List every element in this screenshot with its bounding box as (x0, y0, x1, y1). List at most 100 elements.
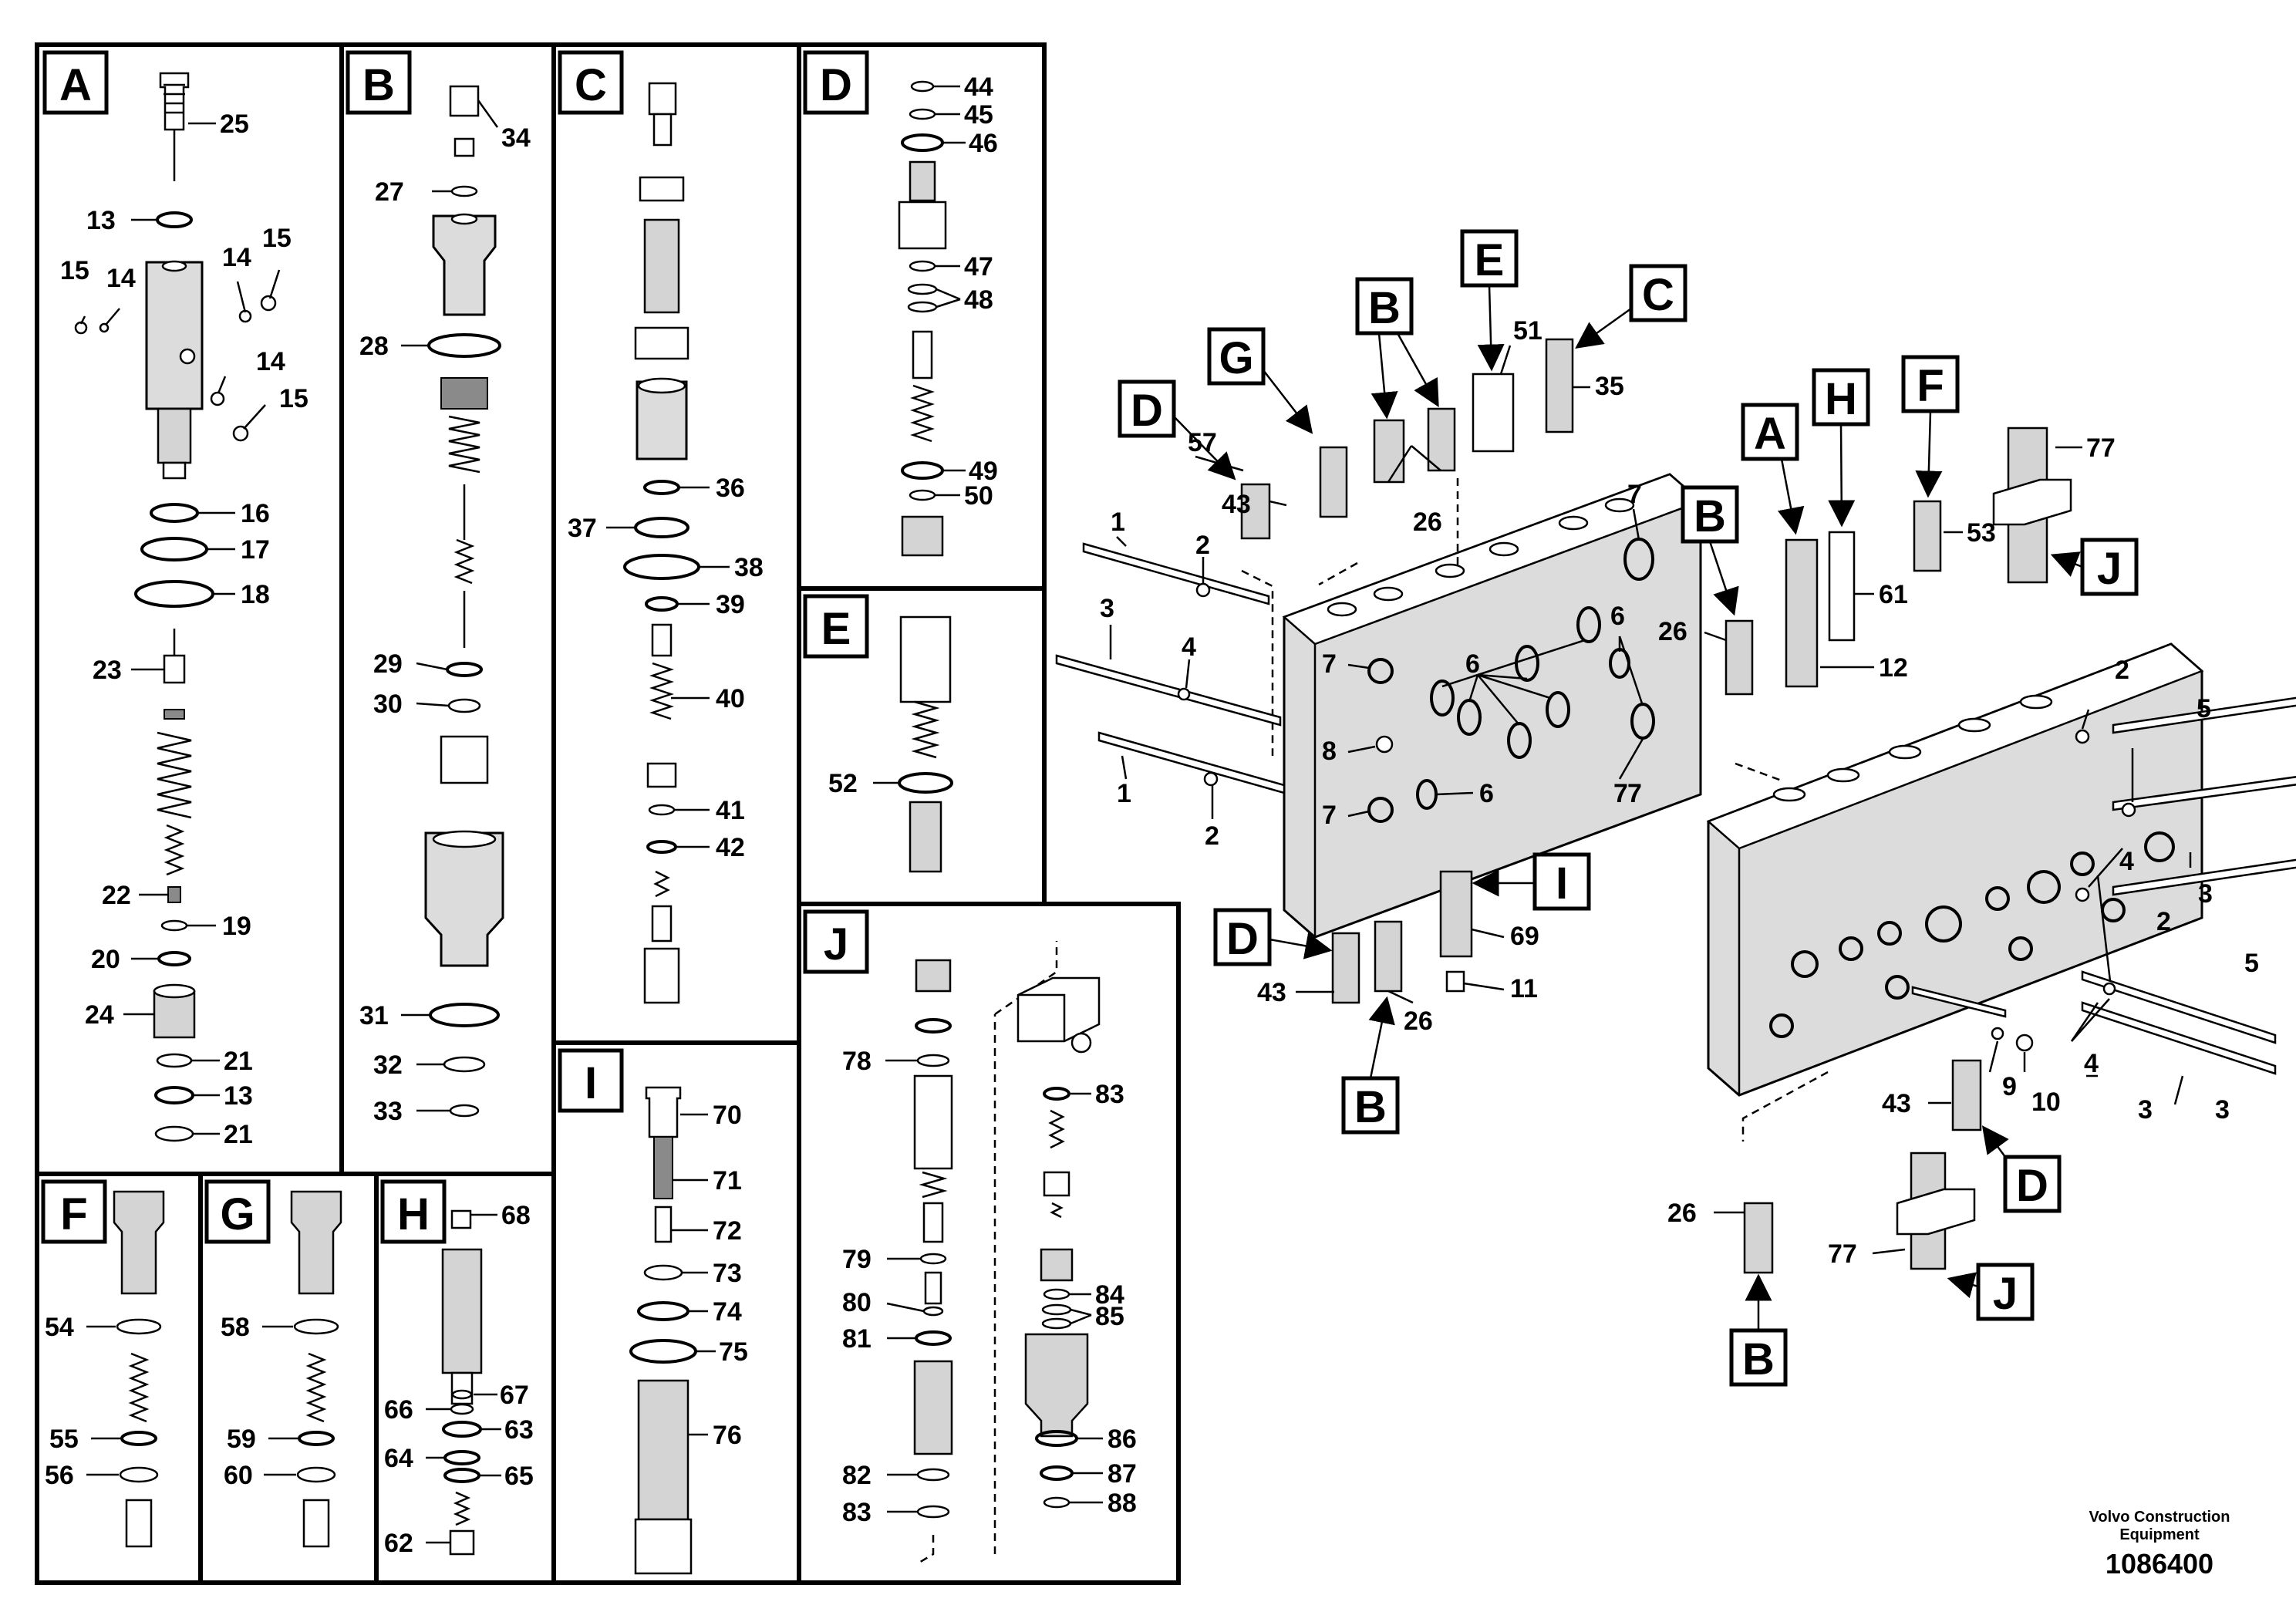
panel-letter-E: E (803, 594, 869, 659)
svg-text:39: 39 (716, 590, 745, 619)
svg-text:4: 4 (2119, 847, 2134, 876)
panel-g-callouts: 58 59 60 (221, 1313, 256, 1490)
svg-text:26: 26 (1667, 1199, 1697, 1228)
right-valve-assembly (1704, 427, 2296, 1274)
svg-text:52: 52 (828, 769, 858, 798)
panel-letter-C: C (558, 50, 624, 115)
svg-text:48: 48 (964, 285, 993, 315)
svg-text:3: 3 (1100, 594, 1114, 623)
panel-i-callouts: 70 71 72 73 74 75 76 (713, 1101, 748, 1450)
svg-text:C: C (1642, 270, 1674, 320)
svg-text:76: 76 (713, 1421, 742, 1450)
svg-text:45: 45 (964, 100, 993, 130)
panel-d-parts (898, 80, 947, 557)
svg-text:87: 87 (1108, 1459, 1137, 1489)
left-valve-assembly (1055, 338, 1703, 1004)
svg-text:E: E (821, 604, 851, 654)
svg-text:81: 81 (842, 1324, 872, 1354)
svg-text:7: 7 (1613, 779, 1628, 808)
panel-letter-B: B (346, 50, 412, 115)
svg-text:58: 58 (221, 1313, 250, 1342)
svg-text:13: 13 (86, 206, 116, 235)
svg-text:61: 61 (1879, 580, 1908, 609)
svg-text:J: J (1993, 1269, 2018, 1319)
svg-text:24: 24 (85, 1000, 114, 1030)
svg-text:G: G (220, 1189, 255, 1239)
svg-text:2: 2 (2156, 907, 2171, 936)
svg-text:63: 63 (504, 1415, 534, 1445)
right-assembly-callouts: 77 53 61 12 26 2 5 4 3 2 5 9 10 4 3 3 43… (1658, 433, 2259, 1269)
svg-text:83: 83 (842, 1498, 872, 1527)
svg-text:77: 77 (2086, 433, 2116, 463)
svg-text:D: D (2016, 1161, 2048, 1211)
svg-text:2: 2 (1205, 821, 1219, 851)
panel-b-callouts: 34 27 28 29 30 31 32 33 (359, 123, 531, 1126)
svg-text:15: 15 (279, 384, 308, 413)
svg-text:43: 43 (1882, 1089, 1911, 1118)
panel-i-leaders (671, 1113, 716, 1436)
svg-text:19: 19 (222, 912, 251, 941)
panel-j-leaders (885, 1059, 1103, 1513)
panel-d-callouts: 44 45 46 47 48 49 50 (964, 73, 998, 511)
svg-text:60: 60 (224, 1461, 253, 1490)
panel-a-leaders (79, 122, 281, 1135)
svg-text:67: 67 (500, 1381, 529, 1410)
svg-text:16: 16 (241, 499, 270, 528)
svg-text:22: 22 (102, 881, 131, 910)
panel-h-callouts: 68 67 66 63 64 65 62 (384, 1201, 534, 1558)
svg-text:53: 53 (1967, 518, 1996, 548)
svg-text:10: 10 (2031, 1088, 2061, 1117)
svg-text:B: B (362, 60, 395, 110)
panel-b-parts (424, 85, 504, 1118)
svg-text:14: 14 (222, 243, 251, 272)
left-assembly-callouts: 57 43 26 51 35 1 2 3 4 1 2 7 7 7 7 6 6 6… (1100, 316, 1642, 1036)
panel-letter-boxes: A B C D E F G H (41, 50, 869, 1244)
svg-text:43: 43 (1222, 490, 1251, 519)
svg-text:A: A (59, 60, 92, 110)
svg-text:50: 50 (964, 481, 993, 511)
svg-text:15: 15 (262, 224, 292, 253)
svg-text:47: 47 (964, 252, 993, 282)
svg-text:4: 4 (1182, 632, 1196, 662)
svg-text:84: 84 (1095, 1280, 1124, 1310)
panel-letter-I: I (558, 1048, 624, 1113)
panel-f-callouts: 54 55 56 (45, 1313, 79, 1490)
panel-c-parts (623, 82, 700, 1004)
svg-text:43: 43 (1257, 978, 1286, 1007)
svg-text:6: 6 (1479, 779, 1494, 808)
svg-text:35: 35 (1595, 372, 1624, 401)
svg-text:55: 55 (49, 1425, 79, 1454)
svg-text:36: 36 (716, 474, 745, 503)
svg-text:8: 8 (1322, 737, 1337, 766)
svg-text:62: 62 (384, 1529, 413, 1558)
panel-b-leaders (401, 99, 499, 1112)
svg-text:64: 64 (384, 1444, 413, 1473)
svg-text:34: 34 (501, 123, 531, 153)
panel-g-leaders (262, 1325, 298, 1476)
svg-text:20: 20 (91, 945, 120, 974)
svg-text:26: 26 (1658, 617, 1687, 646)
svg-text:29: 29 (373, 649, 403, 679)
svg-text:B: B (1694, 491, 1726, 541)
panel-e-callouts: 52 (828, 769, 858, 798)
svg-text:46: 46 (969, 129, 998, 158)
svg-text:59: 59 (227, 1425, 256, 1454)
left-assembly-letter-boxes: D G B E C D B I (1118, 229, 1687, 1135)
svg-text:D: D (1226, 914, 1259, 964)
svg-text:26: 26 (1413, 508, 1442, 537)
panel-j-parts (913, 941, 1101, 1565)
svg-text:78: 78 (842, 1047, 872, 1076)
svg-text:A: A (1754, 409, 1786, 459)
svg-text:2: 2 (1195, 531, 1210, 560)
svg-text:1: 1 (1111, 508, 1125, 537)
svg-text:17: 17 (241, 535, 270, 565)
panel-letter-G: G (204, 1179, 271, 1244)
drawing-number: 1086400 (2106, 1548, 2213, 1580)
svg-text:14: 14 (256, 347, 285, 376)
svg-text:3: 3 (2138, 1095, 2153, 1125)
svg-text:32: 32 (373, 1050, 403, 1080)
svg-text:70: 70 (713, 1101, 742, 1130)
svg-text:41: 41 (716, 796, 745, 825)
svg-text:37: 37 (568, 514, 597, 543)
